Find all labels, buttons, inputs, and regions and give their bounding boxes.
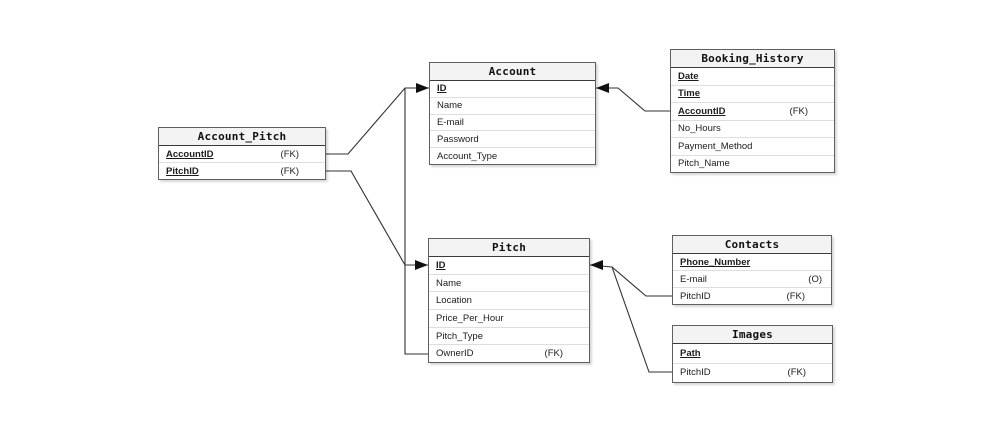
attribute-row: PitchID (FK) bbox=[159, 163, 325, 179]
attribute-row: Price_Per_Hour bbox=[429, 310, 589, 328]
entity-title: Booking_History bbox=[671, 50, 834, 68]
attribute-name: Pitch_Name bbox=[678, 158, 730, 170]
attribute-name: AccountID bbox=[166, 148, 214, 160]
attribute-name: PitchID bbox=[680, 367, 711, 379]
attribute-name: PitchID bbox=[680, 290, 711, 302]
entity-pitch[interactable]: Pitch ID Name Location Price_Per_Hour Pi… bbox=[428, 238, 590, 363]
entity-rows: ID Name E-mail Password Account_Type bbox=[430, 81, 595, 164]
attribute-row: Name bbox=[430, 98, 595, 115]
attribute-row: AccountID (FK) bbox=[159, 146, 325, 163]
entity-title: Account_Pitch bbox=[159, 128, 325, 146]
entity-title: Account bbox=[430, 63, 595, 81]
attribute-name: E-mail bbox=[680, 273, 707, 285]
attribute-key: (FK) bbox=[544, 348, 563, 360]
attribute-row: Pitch_Type bbox=[429, 328, 589, 346]
entity-rows: Phone_Number E-mail (O) PitchID (FK) bbox=[673, 254, 831, 304]
attribute-row: OwnerID (FK) bbox=[429, 345, 589, 362]
connector-images-to-pitch bbox=[611, 266, 672, 373]
entity-contacts[interactable]: Contacts Phone_Number E-mail (O) PitchID… bbox=[672, 235, 832, 305]
attribute-row: Date bbox=[671, 68, 834, 86]
entity-rows: ID Name Location Price_Per_Hour Pitch_Ty… bbox=[429, 257, 589, 362]
entity-title: Pitch bbox=[429, 239, 589, 257]
arrowhead-icon bbox=[415, 260, 428, 270]
attribute-name: Password bbox=[437, 133, 479, 145]
arrowhead-icon bbox=[416, 83, 429, 93]
attribute-row: Account_Type bbox=[430, 148, 595, 164]
entity-title: Contacts bbox=[673, 236, 831, 254]
attribute-row: Pitch_Name bbox=[671, 156, 834, 173]
connector-accountpitch-to-account bbox=[326, 87, 429, 155]
attribute-name: AccountID bbox=[678, 105, 726, 117]
attribute-row: E-mail (O) bbox=[673, 271, 831, 288]
entity-booking-history[interactable]: Booking_History Date Time AccountID (FK)… bbox=[670, 49, 835, 173]
attribute-key: (FK) bbox=[789, 105, 808, 117]
attribute-row: ID bbox=[429, 257, 589, 275]
attribute-name: Path bbox=[680, 347, 701, 359]
entity-account-pitch[interactable]: Account_Pitch AccountID (FK) PitchID (FK… bbox=[158, 127, 326, 180]
attribute-name: Account_Type bbox=[437, 150, 498, 162]
entity-images[interactable]: Images Path PitchID (FK) bbox=[672, 325, 833, 383]
attribute-name: PitchID bbox=[166, 165, 199, 177]
entity-rows: Path PitchID (FK) bbox=[673, 344, 832, 382]
attribute-key: (FK) bbox=[280, 148, 299, 160]
attribute-key: (FK) bbox=[280, 165, 299, 177]
attribute-name: No_Hours bbox=[678, 123, 721, 135]
attribute-key: (FK) bbox=[787, 367, 806, 379]
attribute-row: PitchID (FK) bbox=[673, 288, 831, 304]
attribute-name: Name bbox=[436, 277, 462, 289]
connector-pitch-ownerid-to-account bbox=[404, 88, 428, 355]
entity-account[interactable]: Account ID Name E-mail Password Account_… bbox=[429, 62, 596, 165]
attribute-name: OwnerID bbox=[436, 348, 474, 360]
entity-rows: Date Time AccountID (FK) No_Hours Paymen… bbox=[671, 68, 834, 172]
attribute-row: Phone_Number bbox=[673, 254, 831, 271]
attribute-row: Time bbox=[671, 86, 834, 103]
connector-accountpitch-to-pitch bbox=[326, 170, 428, 266]
attribute-name: ID bbox=[437, 83, 447, 95]
arrowhead-icon bbox=[596, 83, 609, 93]
attribute-key: (FK) bbox=[786, 290, 805, 302]
attribute-row: ID bbox=[430, 81, 595, 98]
attribute-row: Payment_Method bbox=[671, 138, 834, 156]
attribute-name: Location bbox=[436, 295, 472, 307]
attribute-row: PitchID (FK) bbox=[673, 364, 832, 383]
attribute-row: Location bbox=[429, 292, 589, 311]
attribute-row: No_Hours bbox=[671, 121, 834, 138]
attribute-row: E-mail bbox=[430, 115, 595, 132]
attribute-name: E-mail bbox=[437, 116, 464, 128]
attribute-name: Time bbox=[678, 88, 701, 100]
attribute-row: AccountID (FK) bbox=[671, 103, 834, 121]
attribute-name: ID bbox=[436, 259, 446, 271]
entity-title: Images bbox=[673, 326, 832, 344]
arrowhead-icon bbox=[590, 260, 603, 270]
attribute-name: Phone_Number bbox=[680, 256, 751, 268]
attribute-name: Payment_Method bbox=[678, 140, 753, 152]
attribute-key: (O) bbox=[808, 273, 822, 285]
attribute-name: Price_Per_Hour bbox=[436, 312, 504, 324]
attribute-name: Pitch_Type bbox=[436, 330, 483, 342]
attribute-name: Name bbox=[437, 100, 463, 112]
attribute-name: Date bbox=[678, 70, 699, 82]
attribute-row: Name bbox=[429, 275, 589, 293]
attribute-row: Password bbox=[430, 131, 595, 149]
entity-rows: AccountID (FK) PitchID (FK) bbox=[159, 146, 325, 179]
attribute-row: Path bbox=[673, 344, 832, 364]
